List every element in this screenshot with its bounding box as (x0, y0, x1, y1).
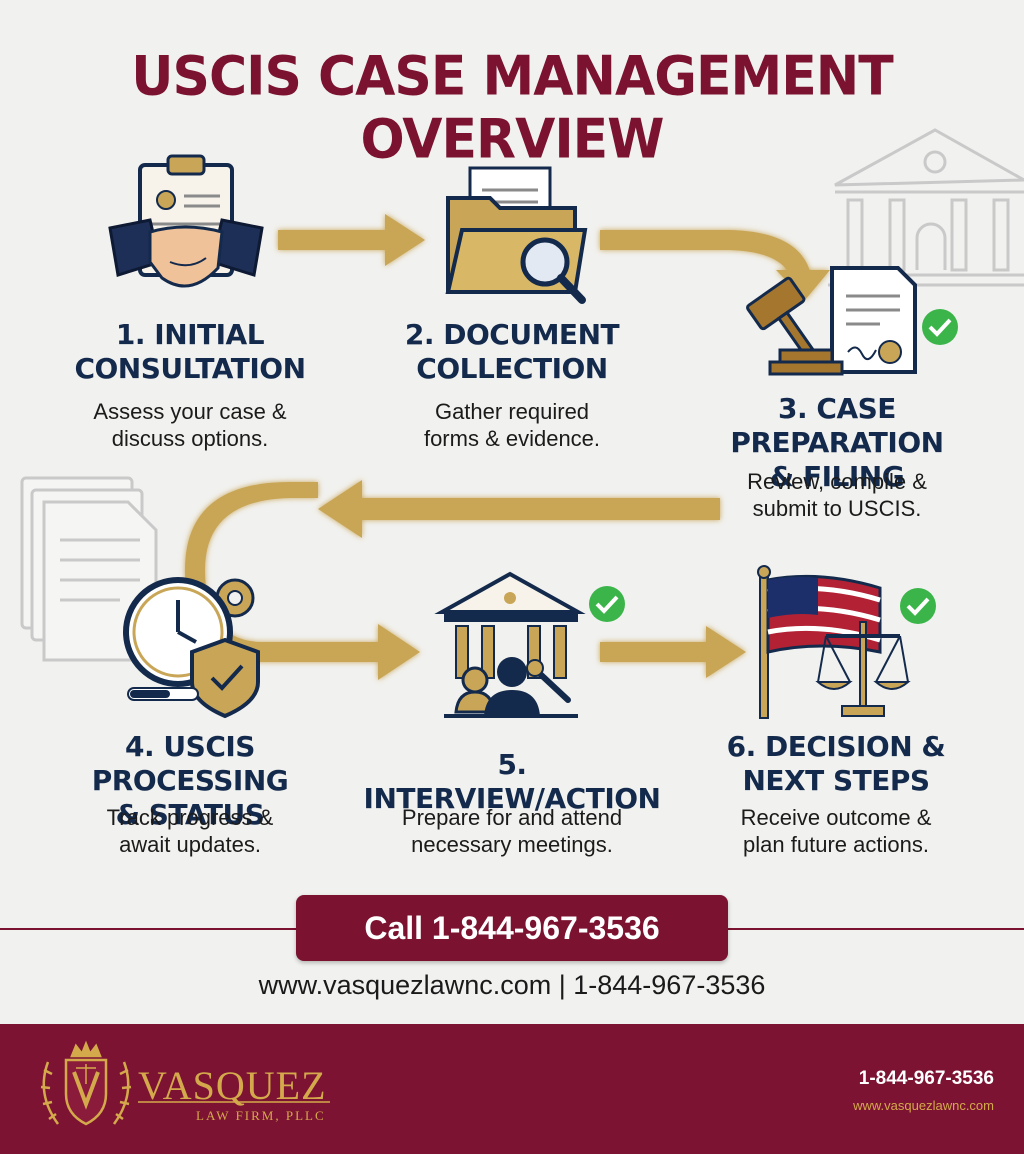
step-1-description: Assess your case & discuss options. (40, 398, 340, 452)
arrow-step3-to-step4 (185, 480, 720, 680)
step-6-title-line2: NEXT STEPS (742, 764, 930, 797)
step-2-desc-line2: forms & evidence. (423, 426, 601, 451)
step-5-title-line1: 5. INTERVIEW/ACTION (363, 748, 661, 815)
step-3-description: Review, compile & submit to USCIS. (680, 468, 994, 522)
call-button[interactable]: Call 1-844-967-3536 (296, 895, 728, 961)
step-3-desc-line2: submit to USCIS. (752, 496, 922, 521)
arrow-step1-to-step2 (278, 214, 425, 266)
law-firm-crest-icon (40, 1040, 132, 1126)
footer-phone[interactable]: 1-844-967-3536 (858, 1068, 994, 1089)
background-courthouse-icon (828, 128, 1024, 287)
check-badge-icon (922, 309, 958, 345)
step-5-title: 5. INTERVIEW/ACTION (350, 748, 674, 816)
footer (0, 1024, 1024, 1154)
step-2-title-line1: 2. DOCUMENT (404, 318, 620, 351)
step-2-description: Gather required forms & evidence. (362, 398, 662, 452)
step-6-desc-line1: Receive outcome & (740, 805, 932, 830)
step-3-desc-line1: Review, compile & (747, 469, 927, 494)
courthouse-people-icon (434, 571, 586, 718)
step-3-title: 3. CASE PREPARATION & FILING (680, 392, 994, 494)
step-1-title-line2: CONSULTATION (74, 352, 306, 385)
check-badge-icon (900, 588, 936, 624)
check-badge-icon (589, 586, 625, 622)
step-2-title: 2. DOCUMENT COLLECTION (362, 318, 662, 386)
step-3-title-line1: 3. CASE PREPARATION (730, 392, 944, 459)
step-3-title-line2: & FILING (769, 460, 905, 493)
step-1-desc-line2: discuss options. (111, 426, 269, 451)
brand-subtitle: LAW FIRM, PLLC (196, 1108, 326, 1123)
step-4-title-line1: 4. USCIS PROCESSING (91, 730, 289, 797)
step-2-title-line2: COLLECTION (416, 352, 608, 385)
step-4-title-line2: & STATUS (115, 798, 265, 831)
handshake-clipboard-icon (108, 154, 264, 288)
step-2-desc-line1: Gather required (434, 399, 590, 424)
step-1-title: 1. INITIAL CONSULTATION (40, 318, 340, 386)
step-5-description: Prepare for and attend necessary meeting… (362, 804, 662, 858)
step-6-title-line1: 6. DECISION & (726, 730, 946, 763)
step-5-desc-line2: necessary meetings. (411, 832, 613, 857)
folder-magnifier-icon (445, 166, 588, 304)
step-6-desc-line2: plan future actions. (743, 832, 929, 857)
step-6-description: Receive outcome & plan future actions. (686, 804, 986, 858)
step-4-desc-line2: await updates. (119, 832, 261, 857)
page-title: USCIS CASE MANAGEMENT OVERVIEW (131, 45, 893, 171)
step-4-description: Track progress & await updates. (40, 804, 340, 858)
step-6-title: 6. DECISION & NEXT STEPS (686, 730, 986, 798)
step-4-title: 4. USCIS PROCESSING & STATUS (30, 730, 350, 832)
contact-line[interactable]: www.vasquezlawnc.com | 1-844-967-3536 (258, 970, 766, 1000)
step-4-desc-line1: Track progress & (106, 805, 274, 830)
flag-scales-icon (757, 565, 911, 719)
clock-shield-icon (123, 577, 260, 719)
brand-name: VASQUEZ (138, 1063, 327, 1108)
gavel-document-icon (746, 266, 917, 376)
footer-website[interactable]: www.vasquezlawnc.com (853, 1098, 994, 1113)
step-1-desc-line1: Assess your case & (93, 399, 287, 424)
step-1-title-line1: 1. INITIAL (115, 318, 265, 351)
arrow-step5-to-step6 (600, 626, 746, 678)
step-5-desc-line1: Prepare for and attend (401, 805, 623, 830)
